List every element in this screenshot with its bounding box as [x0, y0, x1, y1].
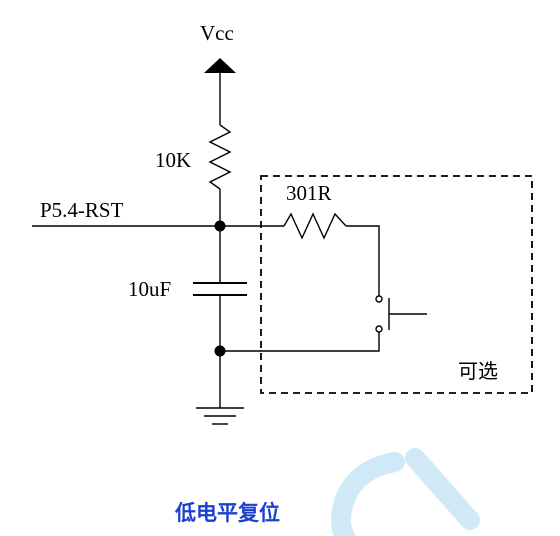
switch-return-wire [220, 332, 380, 352]
junction-bottom [214, 345, 226, 357]
watermark-logo [331, 448, 480, 536]
resistor-301r-lead [346, 225, 380, 296]
switch-contact-top [375, 295, 383, 303]
pin-label: P5.4-RST [40, 198, 124, 222]
switch-contact-bottom [375, 325, 383, 333]
optional-region-box [260, 175, 533, 394]
vcc-arrow [204, 58, 236, 73]
resistor-301r-symbol [283, 212, 347, 240]
resistor-10k-symbol [208, 124, 232, 190]
resistor-301r-label: 301R [286, 181, 332, 205]
vcc-label: Vcc [200, 21, 234, 45]
resistor-10k-label: 10K [155, 148, 191, 172]
ground-symbol [196, 407, 244, 425]
diagram-caption: 低电平复位 [174, 501, 280, 525]
capacitor-label: 10uF [128, 277, 171, 301]
optional-label: 可选 [458, 359, 498, 383]
